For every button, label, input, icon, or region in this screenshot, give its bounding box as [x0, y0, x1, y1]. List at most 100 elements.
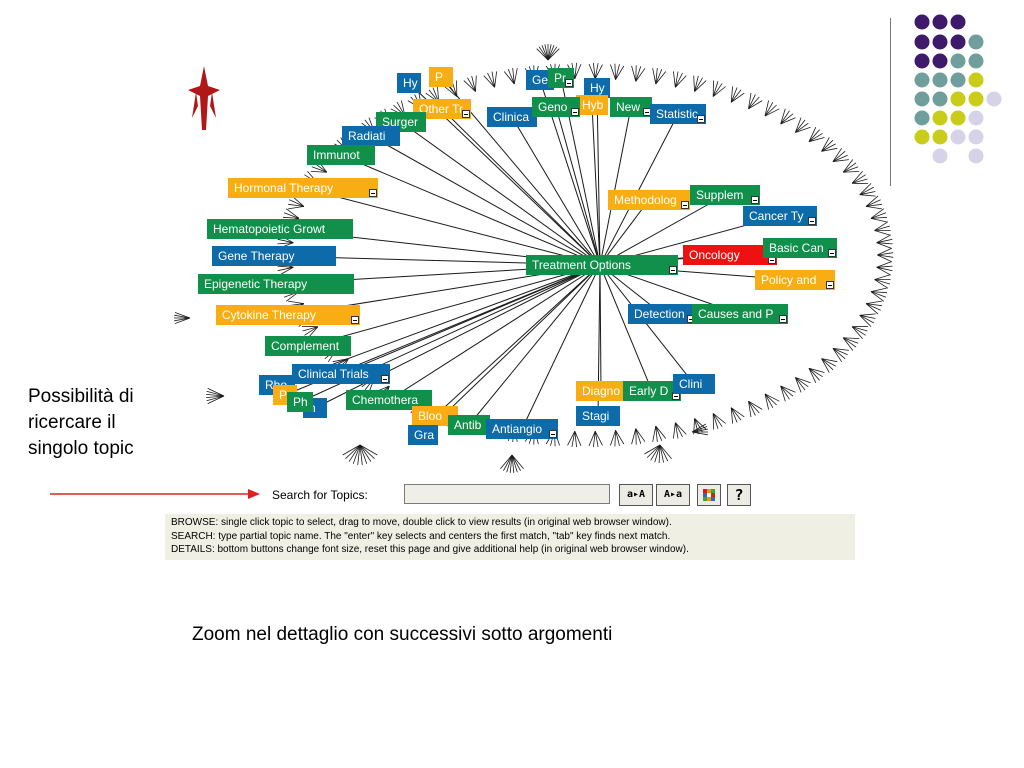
tree-node-antib[interactable]: Antib — [448, 415, 490, 435]
tree-branch — [842, 337, 857, 348]
tree-branch — [877, 247, 893, 256]
tree-node-ph[interactable]: Ph — [287, 392, 313, 412]
tree-node-clini[interactable]: Clini — [673, 374, 715, 394]
tree-branch — [808, 368, 817, 383]
tree-root-node[interactable]: Treatment Options — [526, 255, 678, 275]
tree-branch — [654, 444, 661, 463]
tree-node-hyb[interactable]: Hyb — [576, 95, 608, 115]
tree-branch — [808, 368, 820, 381]
tree-node-gene-therapy[interactable]: Gene Therapy — [212, 246, 336, 266]
collapse-icon[interactable] — [751, 196, 759, 204]
tree-node-other-tr[interactable]: Other Tr — [413, 99, 471, 119]
tree-branch — [852, 326, 868, 332]
tree-node-new[interactable]: New — [610, 97, 652, 117]
collapse-icon[interactable] — [669, 266, 677, 274]
tree-root-label: Treatment Options — [532, 258, 631, 272]
collapse-icon[interactable] — [549, 430, 557, 438]
tree-edge — [599, 106, 632, 266]
tree-node-cancer-ty[interactable]: Cancer Ty — [743, 206, 817, 226]
collapse-icon[interactable] — [369, 189, 377, 197]
tree-node-complement[interactable]: Complement — [265, 336, 351, 356]
tree-node-immunot[interactable]: Immunot — [307, 145, 375, 165]
collapse-icon[interactable] — [565, 79, 573, 87]
tree-node-chemothera[interactable]: Chemothera — [346, 390, 432, 410]
find-next-button[interactable]: A▸a — [656, 484, 690, 506]
tree-branch — [615, 430, 620, 446]
tree-node-clinica[interactable]: Clinica — [487, 107, 537, 127]
collapse-icon[interactable] — [826, 281, 834, 289]
tree-node-policy-and[interactable]: Policy and — [755, 270, 835, 290]
collapse-icon[interactable] — [808, 217, 816, 225]
tree-branch — [870, 208, 885, 219]
tree-branch — [808, 127, 817, 142]
tree-branch — [635, 66, 642, 82]
tree-node-hormonal-therapy[interactable]: Hormonal Therapy — [228, 178, 378, 198]
tree-node-ge[interactable]: Ge — [526, 70, 554, 90]
tree-node-epigenetic-therapy[interactable]: Epigenetic Therapy — [198, 274, 354, 294]
tree-branch — [876, 238, 893, 244]
tree-branch — [780, 117, 796, 125]
tree-node-pr[interactable]: Pr — [548, 68, 574, 88]
tree-branch — [352, 444, 361, 464]
collapse-icon[interactable] — [381, 375, 389, 383]
tree-node-antiangio[interactable]: Antiangio — [486, 419, 558, 439]
tree-node-label: Oncology — [689, 248, 740, 262]
tree-branch — [691, 428, 708, 433]
tree-branch — [730, 89, 742, 103]
tree-node-hy[interactable]: Hy — [397, 73, 421, 93]
reset-button[interactable] — [697, 484, 721, 506]
tree-branch — [588, 431, 596, 447]
tree-node-methodolog[interactable]: Methodolog — [608, 190, 690, 210]
tree-edge — [599, 264, 653, 392]
help-details-line: DETAILS: bottom buttons change font size… — [171, 544, 689, 555]
collapse-icon[interactable] — [697, 115, 705, 123]
tree-branch — [764, 393, 777, 406]
collapse-icon[interactable] — [351, 316, 359, 324]
tree-branch — [635, 428, 642, 444]
tree-branch — [865, 195, 879, 207]
tree-node-p[interactable]: P — [429, 67, 453, 87]
help-search-line: SEARCH: type partial topic name. The "en… — [171, 530, 671, 542]
tree-node-geno[interactable]: Geno — [532, 97, 580, 117]
tree-branch — [614, 430, 616, 447]
tree-node-basic-can[interactable]: Basic Can — [763, 238, 837, 258]
tree-branch — [675, 422, 687, 435]
tree-branch — [691, 426, 708, 433]
tree-node-bloo[interactable]: Bloo — [412, 406, 458, 426]
tree-node-hematopoietic-growt[interactable]: Hematopoietic Growt — [207, 219, 353, 239]
tree-branch — [593, 62, 596, 79]
left-caption: Possibilità di ricercare il singolo topi… — [28, 384, 134, 462]
tree-branch — [507, 68, 515, 85]
tree-node-clinical-trials[interactable]: Clinical Trials — [292, 364, 390, 384]
tree-node-label: Immunot — [313, 148, 360, 162]
tree-branch — [865, 303, 879, 315]
tree-node-hy[interactable]: Hy — [584, 78, 610, 98]
tree-branch — [694, 75, 699, 92]
tree-branch — [874, 279, 891, 285]
help-button[interactable]: ? — [727, 484, 751, 506]
left-caption-line-3: singolo topic — [28, 438, 134, 459]
collapse-icon[interactable] — [681, 201, 689, 209]
tree-node-gra[interactable]: Gra — [408, 425, 438, 445]
tree-node-early-d[interactable]: Early D — [623, 381, 681, 401]
tree-node-cytokine-therapy[interactable]: Cytokine Therapy — [216, 305, 360, 325]
tree-branch — [764, 393, 780, 402]
tree-node-causes-and-p[interactable]: Causes and P — [692, 304, 788, 324]
find-first-button[interactable]: a▸A — [619, 484, 653, 506]
tree-node-oncology[interactable]: Oncology — [683, 245, 777, 265]
tree-node-supplem[interactable]: Supplem — [690, 185, 760, 205]
tree-branch — [359, 444, 375, 459]
tree-node-stagi[interactable]: Stagi — [576, 406, 620, 426]
collapse-icon[interactable] — [571, 108, 579, 116]
collapse-icon[interactable] — [779, 315, 787, 323]
tree-branch — [509, 454, 513, 473]
tree-node-diagno[interactable]: Diagno — [576, 381, 626, 401]
collapse-icon[interactable] — [462, 110, 470, 118]
collapse-icon[interactable] — [828, 249, 836, 257]
tree-node-detection[interactable]: Detection — [628, 304, 696, 324]
tree-node-radiati[interactable]: Radiati — [342, 126, 400, 146]
search-input[interactable] — [404, 484, 610, 504]
topic-tree-map[interactable] — [0, 0, 1024, 480]
tree-node-statistic[interactable]: Statistic — [650, 104, 706, 124]
tree-branch — [870, 217, 887, 223]
